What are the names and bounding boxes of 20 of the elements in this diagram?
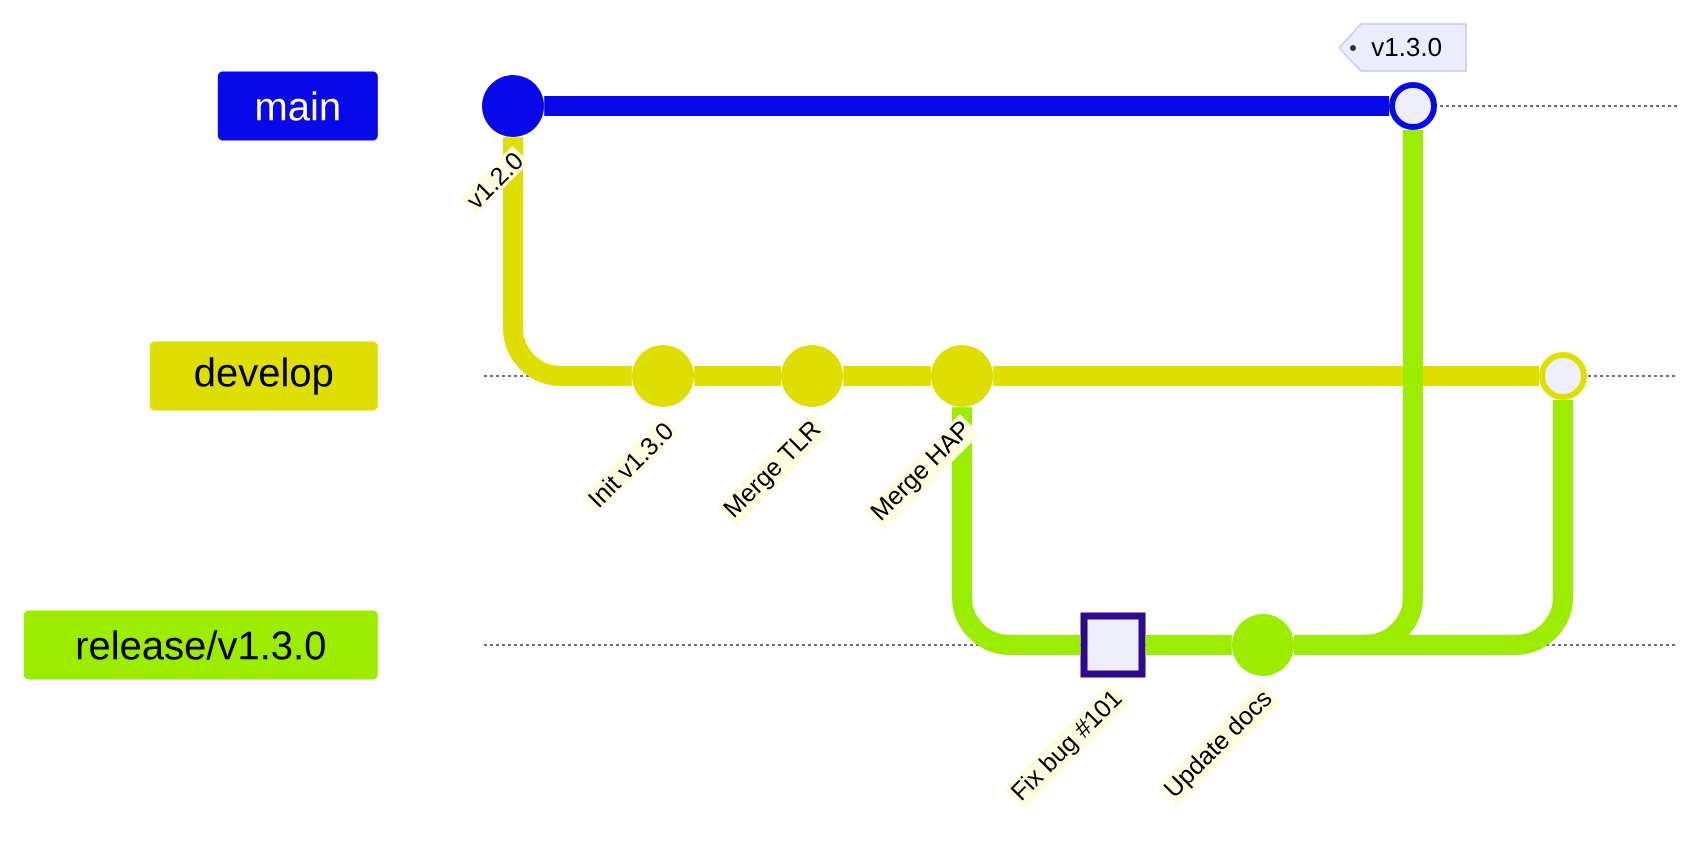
branch-label: develop [149, 341, 378, 411]
branch-line [1145, 635, 1232, 655]
branch-line [843, 366, 931, 386]
branch-line [694, 366, 781, 386]
commit-square [1080, 612, 1146, 678]
branch-line [503, 137, 632, 386]
commit-dot [1389, 82, 1437, 130]
commit-dot [1539, 352, 1587, 400]
commit-dot [482, 75, 544, 137]
commit-dot [1232, 614, 1294, 676]
commit-dot [931, 345, 993, 407]
commit-dot [781, 345, 843, 407]
branch-label: main [217, 71, 378, 141]
branch-line [993, 366, 1539, 386]
commit-dot [632, 345, 694, 407]
branch-line [952, 407, 1081, 655]
branch-line [1294, 400, 1573, 655]
tag-label: v1.3.0 [1338, 23, 1467, 72]
branch-line [544, 96, 1389, 116]
branch-label: release/v1.3.0 [23, 610, 378, 680]
